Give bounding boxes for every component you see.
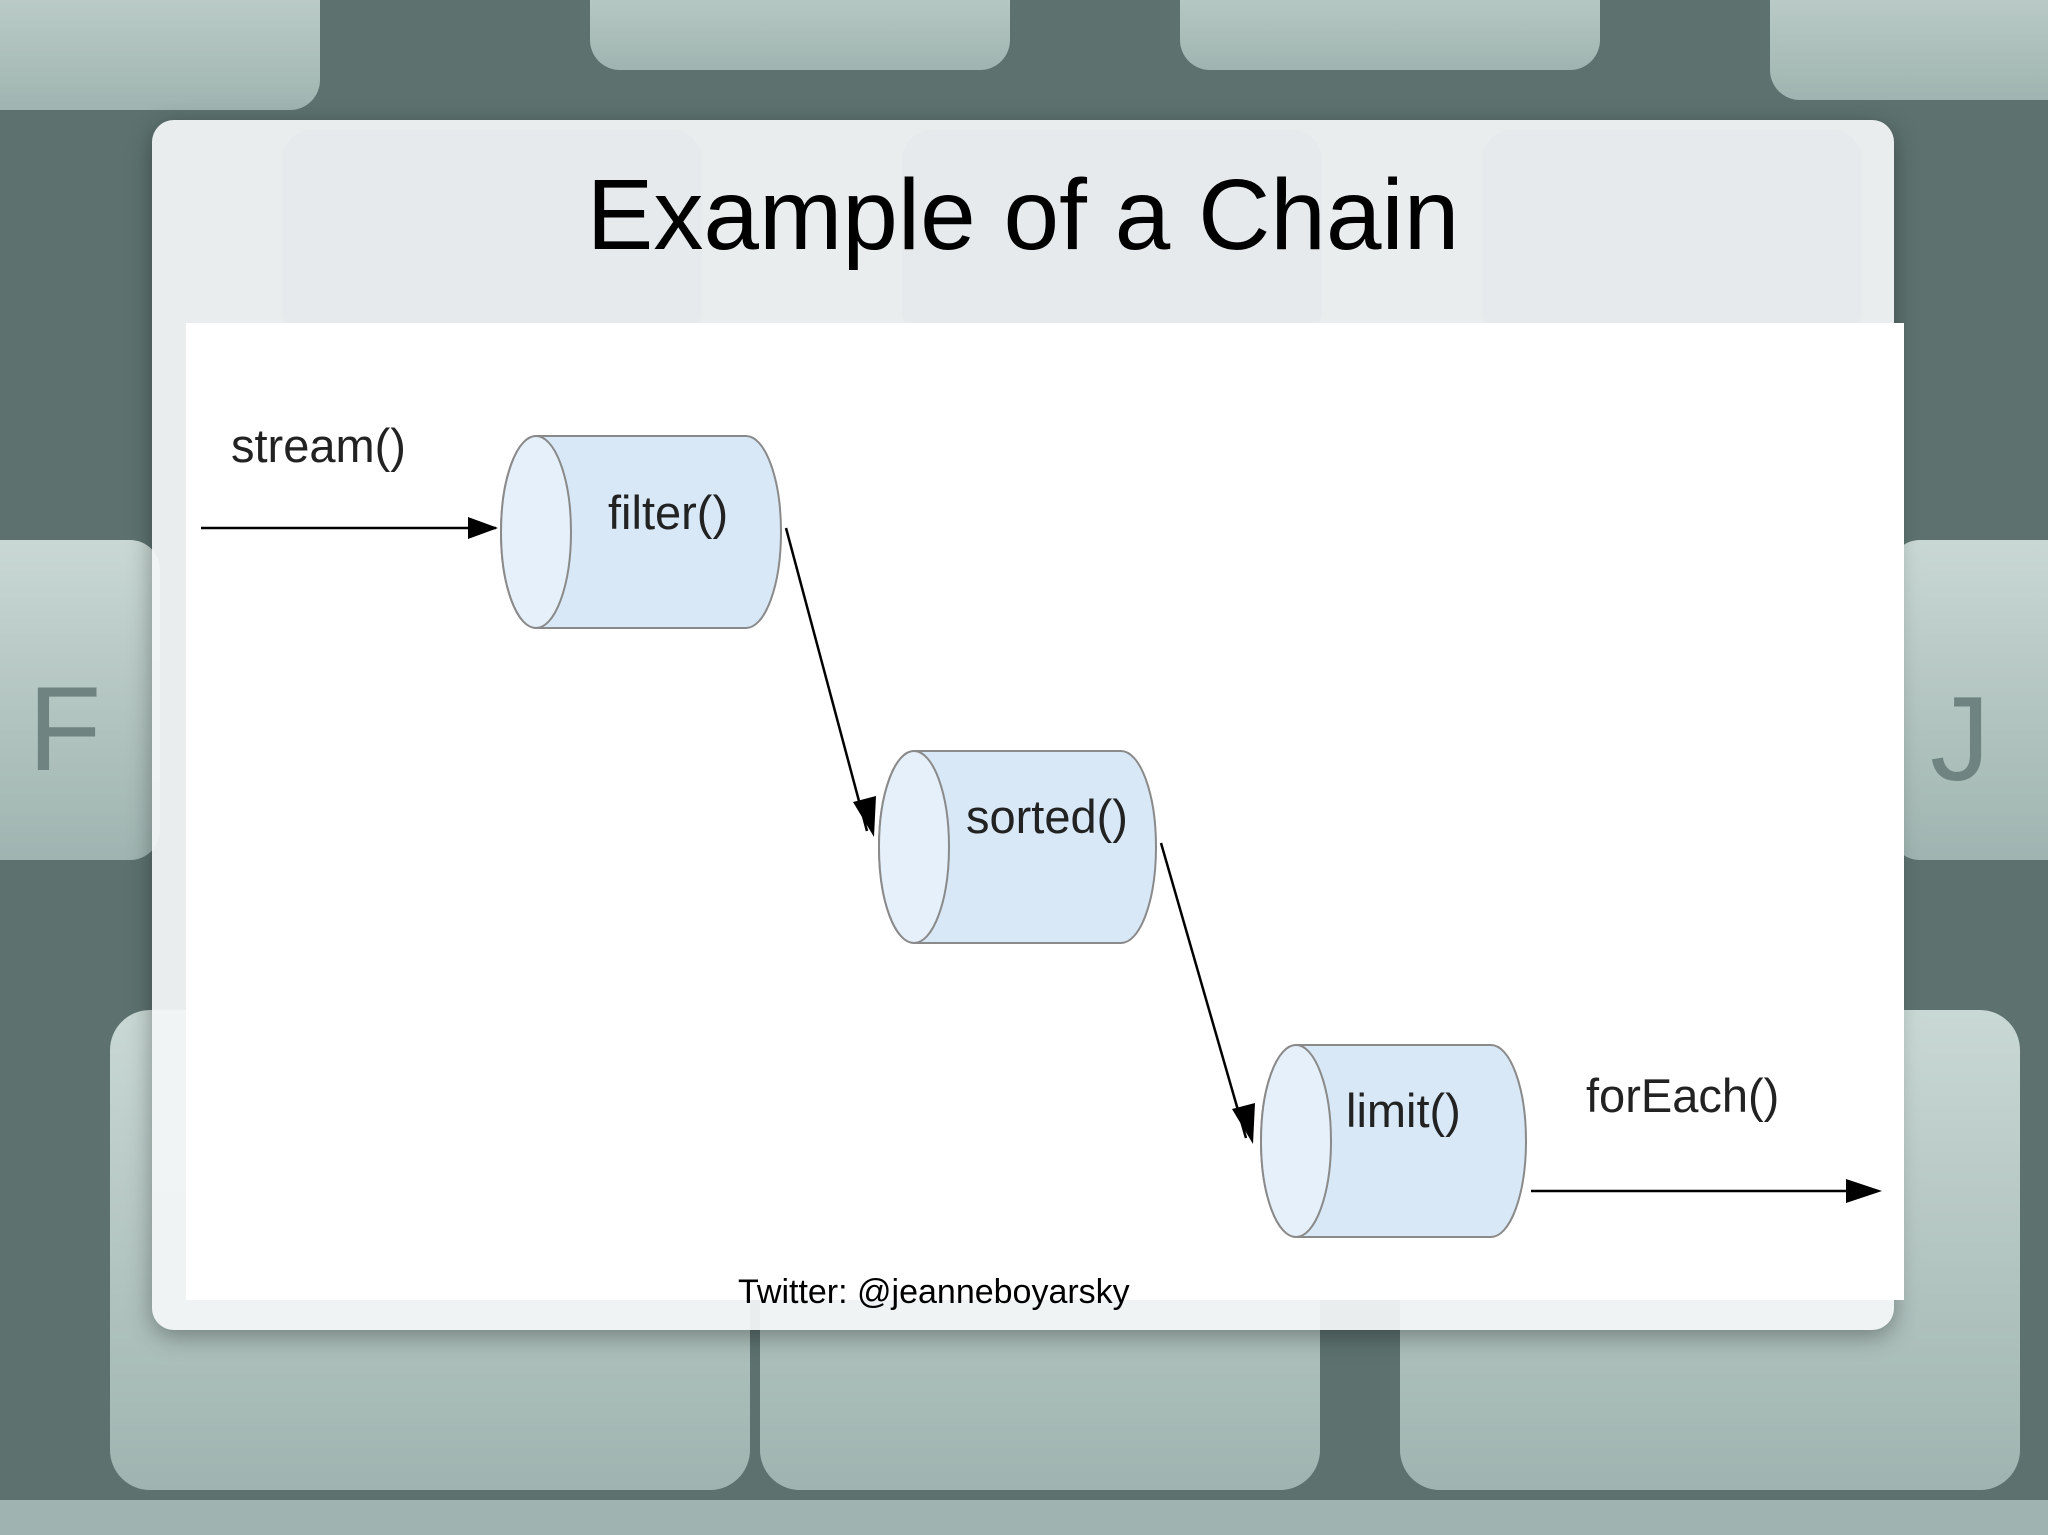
arrow-filter-to-sorted [784, 527, 869, 832]
output-arrow-head [1846, 1179, 1882, 1203]
output-label: forEach() [1586, 1069, 1780, 1122]
input-arrow-head [468, 517, 498, 539]
arrow-sorted-to-limit [1159, 842, 1248, 1139]
svg-text:J: J [1930, 672, 1990, 806]
cylinder-filter [500, 435, 782, 629]
arrow-sorted-to-limit-head [1232, 1103, 1255, 1144]
input-label: stream() [231, 419, 406, 472]
stage-label-sorted: sorted() [966, 790, 1128, 843]
footer-twitter-handle: Twitter: @jeanneboyarsky [738, 1273, 1130, 1311]
stream-chain-diagram [201, 435, 1882, 1238]
stage-label-filter: filter() [608, 486, 729, 539]
slide-title: Example of a Chain [586, 159, 1460, 271]
svg-text:F: F [28, 662, 101, 796]
cylinder-limit [1260, 1044, 1527, 1238]
arrow-filter-to-sorted-head [853, 796, 876, 837]
diagram-panel: stream() filter() sorted() limit() forEa… [186, 323, 1904, 1300]
cylinder-sorted [878, 750, 1157, 944]
stage-label-limit: limit() [1346, 1084, 1461, 1137]
slide-ghost-keys [282, 130, 1862, 340]
